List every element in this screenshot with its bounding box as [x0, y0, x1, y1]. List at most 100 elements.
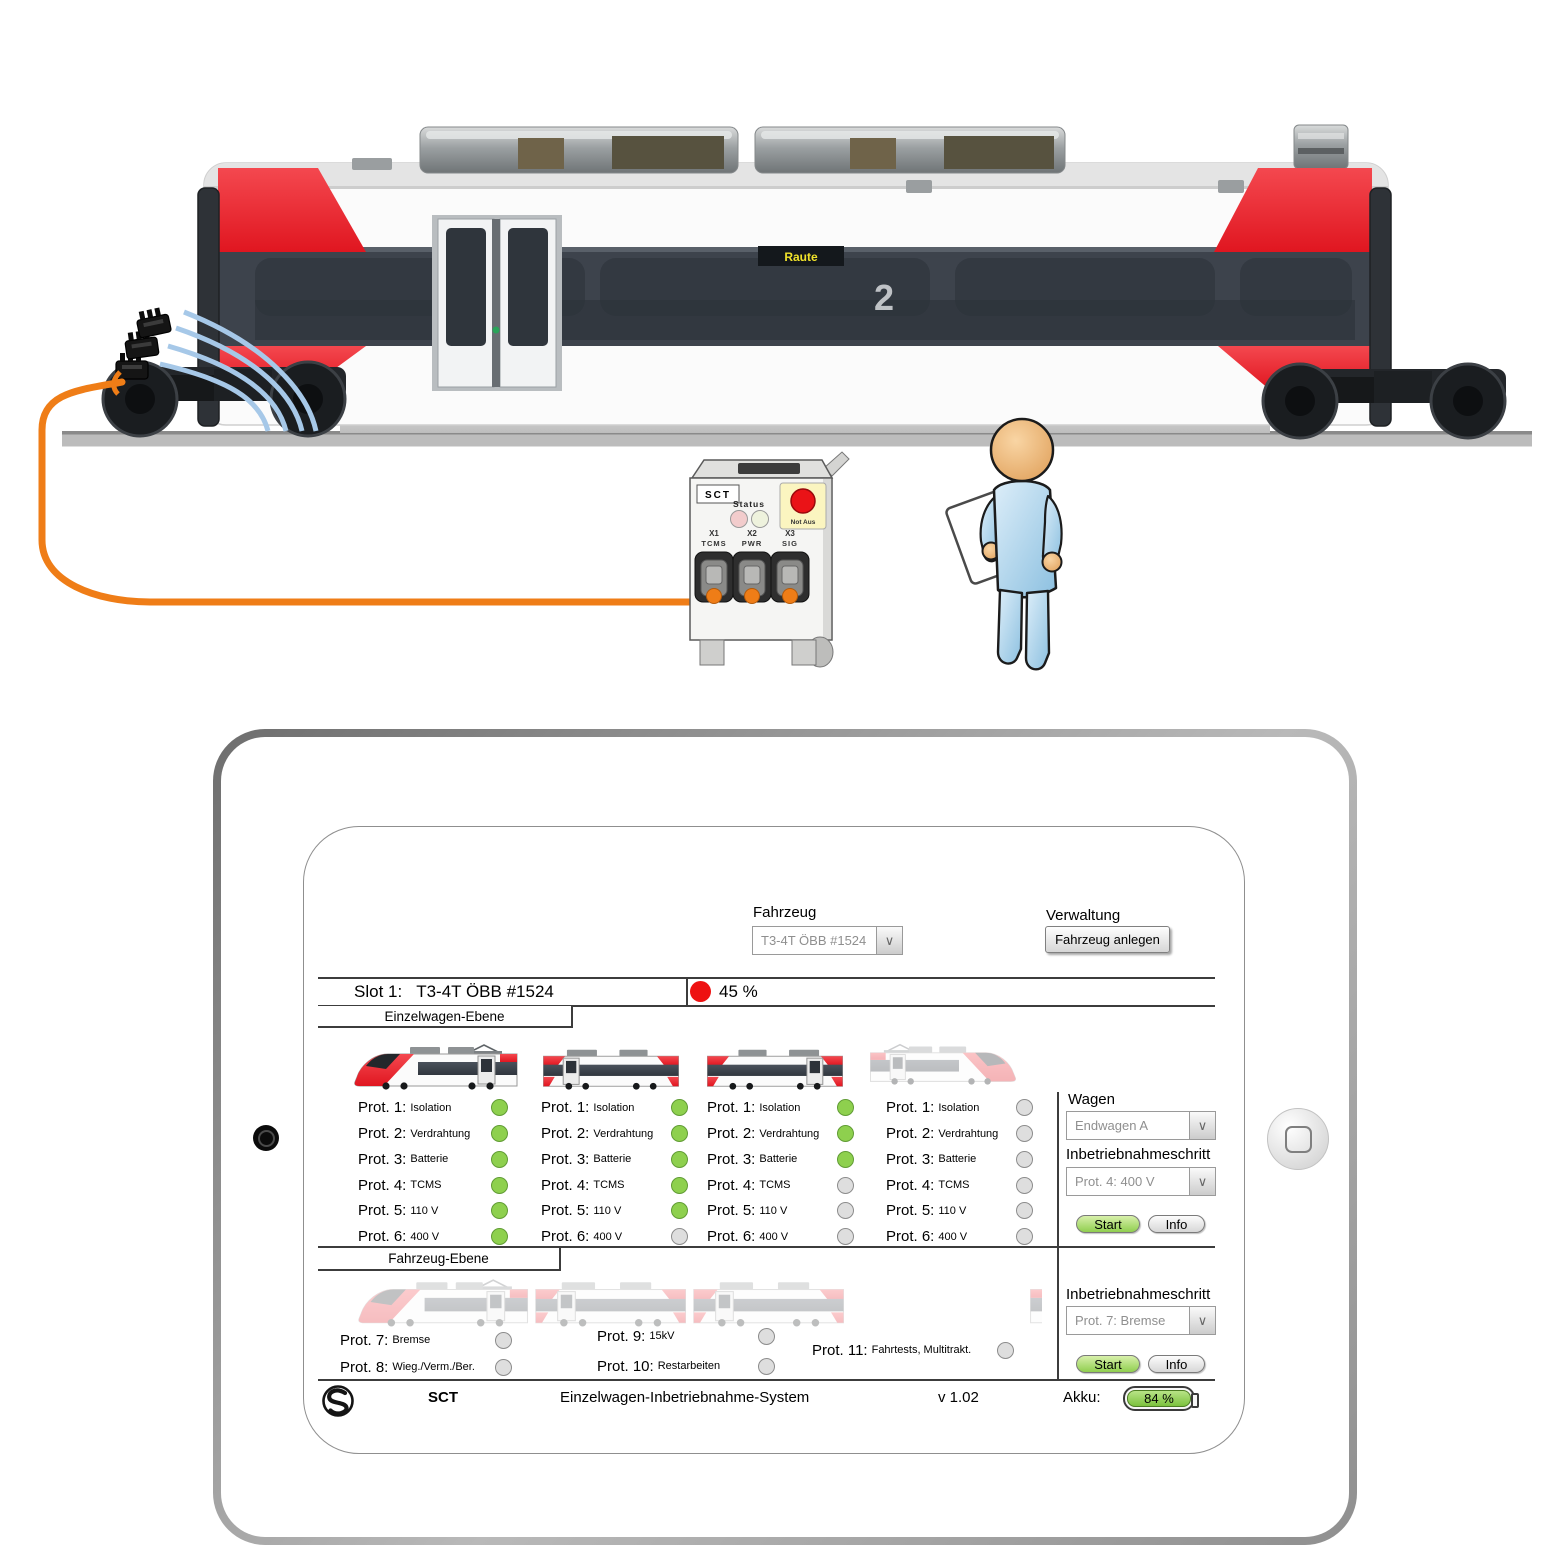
- protocol-number: Prot. 3:: [707, 1150, 756, 1168]
- start-button[interactable]: Start: [1076, 1215, 1140, 1233]
- protocol-name: 110 V: [410, 1204, 439, 1217]
- train-car-illustration: Raute 2: [101, 124, 1508, 440]
- status-label: Status: [733, 499, 765, 509]
- status-dot-ok: [837, 1150, 854, 1168]
- wagon-icon-endwagen-a: [353, 1044, 518, 1090]
- vehicle-step-select[interactable]: Prot. 7: Bremse ∨: [1066, 1306, 1216, 1335]
- protocol-number: Prot. 4:: [707, 1176, 756, 1194]
- wagon-icon-mittelwagen-2: [707, 1049, 843, 1090]
- protocol-name: 400 V: [938, 1230, 968, 1243]
- svg-text:SIG: SIG: [782, 539, 798, 548]
- chevron-down-icon[interactable]: ∨: [1189, 1168, 1215, 1195]
- tablet-camera: [253, 1125, 279, 1151]
- wagon-icon-mittelwagen-1: [543, 1049, 679, 1090]
- protocol-number: Prot. 6:: [358, 1228, 407, 1246]
- protocol-name: 15kV: [649, 1330, 675, 1342]
- test-cable-orange: [38, 378, 796, 606]
- protocol-number: Prot. 2:: [886, 1125, 935, 1143]
- protocol-number: Prot. 11:: [812, 1341, 868, 1359]
- status-dot-ok: [671, 1099, 688, 1117]
- status-dot-open: [1016, 1150, 1033, 1168]
- status-dot-open: [495, 1358, 512, 1376]
- info-button[interactable]: Info: [1148, 1215, 1205, 1233]
- chevron-down-icon[interactable]: ∨: [876, 927, 902, 954]
- roof-hvac-unit: [754, 126, 1066, 174]
- protocol-number: Prot. 5:: [707, 1202, 756, 1220]
- chevron-down-icon[interactable]: ∨: [1189, 1307, 1215, 1334]
- protocol-row: Prot. 5:110 V: [358, 1200, 508, 1222]
- protocol-number: Prot. 10:: [597, 1357, 654, 1375]
- status-dot-ok: [837, 1099, 854, 1117]
- chevron-down-icon[interactable]: ∨: [1189, 1112, 1215, 1139]
- protocol-row: Prot. 1:Isolation: [886, 1097, 1033, 1119]
- protocol-row: Prot. 2:Verdrahtung: [541, 1123, 688, 1145]
- vehicle-select[interactable]: T3-4T ÖBB #1524 ∨: [752, 926, 903, 955]
- protocol-name: Batterie: [410, 1153, 449, 1166]
- protocol-number: Prot. 1:: [707, 1099, 756, 1117]
- vehicle-info-button[interactable]: Info: [1148, 1355, 1205, 1373]
- protocol-name: 110 V: [593, 1204, 622, 1217]
- protocol-name: Verdrahtung: [410, 1127, 471, 1140]
- protocol-name: Isolation: [938, 1101, 980, 1114]
- status-dot-open: [1016, 1228, 1033, 1246]
- trainset-ghost-image: [356, 1276, 1042, 1328]
- vehicle-protocol-row: Prot. 10:Restarbeiten: [597, 1355, 775, 1377]
- protocol-row: Prot. 11:Fahrtests, Multitrakt.: [812, 1339, 1014, 1361]
- protocol-number: Prot. 3:: [541, 1150, 590, 1168]
- protocol-row: Prot. 3:Batterie: [707, 1149, 854, 1171]
- estop-button[interactable]: [790, 488, 816, 514]
- status-led-green: [751, 510, 769, 528]
- status-dot-open: [837, 1176, 854, 1194]
- vehicle-step-select-value: Prot. 7: Bremse: [1075, 1313, 1166, 1328]
- protocol-row: Prot. 10:Restarbeiten: [597, 1355, 775, 1377]
- bogie: [1261, 362, 1508, 440]
- status-dot-ok: [837, 1125, 854, 1143]
- protocol-number: Prot. 6:: [886, 1228, 935, 1246]
- port-x3: X3 SIG: [770, 529, 810, 604]
- protocol-row: Prot. 2:Verdrahtung: [707, 1123, 854, 1145]
- wagon-select-value: Endwagen A: [1075, 1118, 1149, 1133]
- status-led-red: [730, 510, 748, 528]
- status-dot-ok: [671, 1202, 688, 1220]
- protocol-number: Prot. 6:: [541, 1228, 590, 1246]
- protocol-name: Isolation: [759, 1101, 801, 1114]
- measurement-adapters: [111, 305, 319, 432]
- protocol-name: Restarbeiten: [657, 1360, 721, 1372]
- status-dot-open: [997, 1341, 1014, 1359]
- protocol-row: Prot. 5:110 V: [541, 1200, 688, 1222]
- protocol-name: Verdrahtung: [759, 1127, 820, 1140]
- protocol-name: Wieg./Verm./Ber.: [392, 1361, 475, 1373]
- slot-alert-indicator: [690, 981, 711, 1002]
- protocol-name: Batterie: [759, 1153, 798, 1166]
- protocol-name: 110 V: [759, 1204, 788, 1217]
- commissioning-step-select[interactable]: Prot. 4: 400 V ∨: [1066, 1167, 1216, 1196]
- svg-text:PWR: PWR: [742, 539, 763, 548]
- tablet-home-button[interactable]: [1267, 1108, 1329, 1170]
- slot-progress: 45 %: [719, 982, 758, 1001]
- create-vehicle-button[interactable]: Fahrzeug anlegen: [1045, 926, 1170, 953]
- protocol-number: Prot. 2:: [541, 1125, 590, 1143]
- footer-system-name: Einzelwagen-Inbetriebnahme-System: [560, 1389, 810, 1406]
- svg-text:X2: X2: [747, 529, 757, 538]
- vehicle-start-button[interactable]: Start: [1076, 1355, 1140, 1373]
- svg-text:TCMS: TCMS: [701, 539, 726, 548]
- protocol-name: 400 V: [593, 1230, 623, 1243]
- wagon-select[interactable]: Endwagen A ∨: [1066, 1111, 1216, 1140]
- protocol-name: TCMS: [593, 1179, 625, 1192]
- status-dot-open: [495, 1331, 512, 1349]
- tab-einzelwagen-ebene[interactable]: Einzelwagen-Ebene: [318, 1006, 573, 1028]
- sct-test-box: SCT Status Not Aus X1 TCMS X2 PWR X3 SIG: [689, 451, 850, 668]
- protocol-number: Prot. 1:: [358, 1099, 407, 1117]
- status-dot-open: [837, 1228, 854, 1246]
- protocol-number: Prot. 4:: [358, 1176, 407, 1194]
- port-x1: X1 TCMS: [694, 529, 734, 604]
- vehicle-protocol-row: Prot. 9:15kV: [597, 1325, 775, 1347]
- protocol-number: Prot. 4:: [541, 1176, 590, 1194]
- battery-nub: [1191, 1393, 1199, 1408]
- tab-fahrzeug-ebene[interactable]: Fahrzeug-Ebene: [318, 1248, 561, 1271]
- status-dot-ok: [491, 1228, 508, 1246]
- status-dot-open: [837, 1202, 854, 1220]
- protocol-number: Prot. 3:: [358, 1150, 407, 1168]
